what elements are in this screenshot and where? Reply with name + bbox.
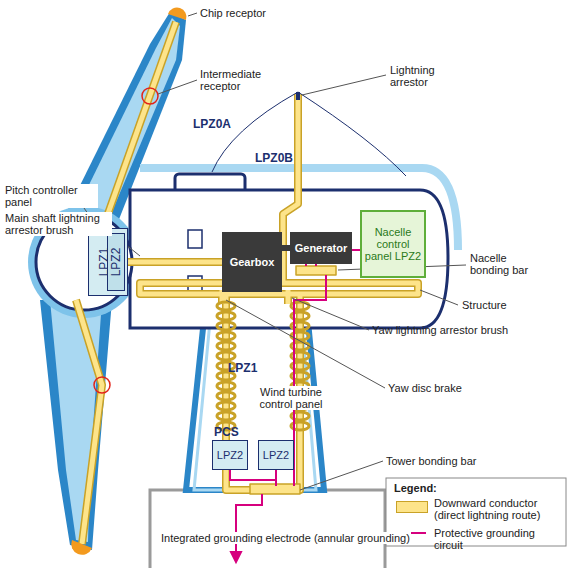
node-text: Gearbox bbox=[230, 256, 275, 268]
control-panel-box: Nacelle control panel LPZ2 bbox=[360, 210, 426, 278]
generator-box: Generator bbox=[290, 232, 352, 264]
callout-label: Wind turbine control panel bbox=[258, 386, 324, 410]
gearbox-box: Gearbox bbox=[222, 232, 282, 292]
callout-label: Lightning arrestor bbox=[390, 64, 460, 88]
zone-box: LPZ1LPZ2 bbox=[88, 228, 128, 296]
zone-label: PCS bbox=[214, 426, 254, 438]
protection-zone-arcs bbox=[212, 92, 406, 176]
callout-label: Pitch controller panel bbox=[4, 184, 98, 208]
callout-label: Yaw disc brake bbox=[388, 382, 508, 394]
intermediate-receptor bbox=[142, 88, 158, 104]
foundation bbox=[150, 490, 385, 568]
coil-turn bbox=[217, 332, 235, 340]
zone-label: LPZ0B bbox=[255, 152, 305, 164]
conductors bbox=[76, 22, 418, 544]
coil-turn bbox=[217, 392, 235, 400]
zone-label: LPZ1 bbox=[228, 362, 268, 374]
callout-label: Yaw lightning arrestor brush bbox=[372, 324, 552, 336]
node-text: LPZ2 bbox=[217, 449, 243, 461]
legend-text: Protective grounding circuit bbox=[434, 527, 562, 551]
coil-turn bbox=[217, 412, 235, 420]
legend-text: Downward conductor (direct lightning rou… bbox=[434, 497, 562, 521]
legend-swatch bbox=[396, 501, 428, 513]
node-text: LPZ2 bbox=[110, 248, 122, 277]
intermediate-receptor bbox=[94, 377, 110, 393]
chip-receptor bbox=[168, 8, 186, 20]
callout-label: Structure bbox=[462, 299, 532, 311]
panel-box: LPZ2 bbox=[212, 440, 248, 470]
coil-turn bbox=[217, 382, 235, 390]
callout-label: Chip receptor bbox=[200, 7, 300, 19]
node-text: LPZ2 bbox=[263, 449, 289, 461]
coil-turn bbox=[217, 402, 235, 410]
panel-box: LPZ2 bbox=[258, 440, 294, 470]
coil-turn bbox=[217, 352, 235, 360]
chip-receptor bbox=[71, 540, 92, 555]
zone-label: LPZ0A bbox=[193, 118, 243, 130]
coil-turn bbox=[217, 342, 235, 350]
callout-label: Legend: bbox=[394, 482, 474, 494]
leader-lines bbox=[84, 13, 466, 490]
callout-label: Intermediate receptor bbox=[200, 68, 275, 92]
lower-blade bbox=[40, 300, 112, 550]
callout-label: Tower bonding bar bbox=[386, 455, 506, 467]
shaft-connector bbox=[282, 245, 290, 251]
panel-box: LPZ2 bbox=[107, 233, 125, 291]
node-text: Generator bbox=[295, 242, 348, 254]
coil-turn bbox=[217, 322, 235, 330]
node-text: Nacelle control panel LPZ2 bbox=[362, 226, 424, 262]
callout-label: Integrated grounding electrode (annular … bbox=[160, 532, 411, 544]
callout-label: Main shaft lightning arrestor brush bbox=[4, 212, 112, 236]
coil-turn bbox=[217, 312, 235, 320]
callout-label: Nacelle bonding bar bbox=[470, 252, 540, 276]
